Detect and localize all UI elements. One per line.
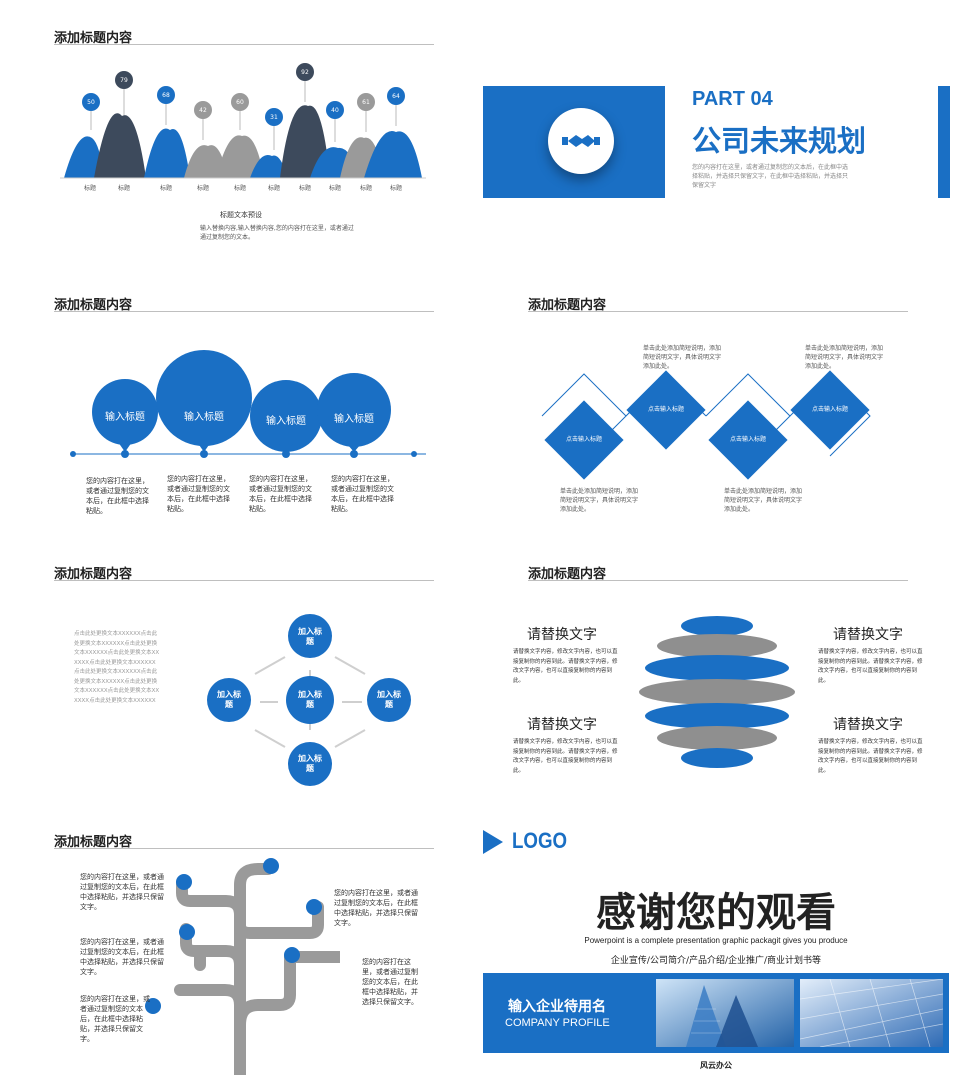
diamond-label: 点击输入标题 — [647, 406, 684, 413]
title-rule — [54, 848, 434, 849]
tree-text: 您的内容打在这里，或者通过复制您的文本后，在此框中选择粘贴，并选择只保留文字。 — [80, 873, 164, 911]
company-profile: COMPANY PROFILE — [505, 1017, 610, 1029]
caption-text: 输入替换内容,输入替换内容,您的内容打在这里，或者通过通过复制您的文本。 — [200, 225, 354, 241]
replace-heading: 请替换文字 — [833, 627, 903, 643]
company-name: 输入企业待用名 — [508, 999, 606, 1015]
hub-top: 加入标题 — [298, 627, 322, 646]
tree-text: 您的内容打在这里，或者通过复制您的文本后，在此框中选择粘贴，并选择只保留文字。 — [80, 995, 150, 1043]
axis-label: 标题 — [160, 185, 173, 192]
thanks-subtitle: Powerpoint is a complete presentation gr… — [584, 936, 848, 945]
part-desc: 您的内容打在这里，或者通过复制您的文本后，在此框中选择粘贴，并选择只保留文字，在… — [692, 164, 849, 189]
slide4-title: 添加标题内容 — [528, 298, 607, 313]
bubble-text: 您的内容打在这里，或者通过复制您的文本后，在此框中选择粘贴。 — [249, 475, 312, 513]
logo-text: LOGO — [512, 828, 568, 853]
hub-diagram — [207, 614, 411, 786]
value-label: 42 — [199, 107, 207, 114]
hub-center: 加入标题 — [298, 690, 322, 709]
tree-diagram — [145, 858, 340, 1075]
disc-stack — [639, 616, 795, 768]
replace-body: 请替换文字内容，修改文字内容，也可以直接复制你的内容到此。请替换文字内容，修改文… — [513, 739, 618, 774]
glass-building-photo — [800, 979, 943, 1047]
bubble-text: 您的内容打在这里，或者通过复制您的文本后，在此框中选择粘贴。 — [86, 477, 149, 515]
left-placeholder-text: 点击此处更换文本XXXXXX点击此处更换文本XXXXXX点击此处更换文本XXXX… — [74, 631, 160, 704]
diamond-flow — [541, 370, 871, 480]
replace-body: 请替换文字内容，修改文字内容，也可以直接复制你的内容到此。请替换文字内容，修改文… — [818, 739, 923, 774]
building-photo — [656, 979, 794, 1047]
title-rule — [54, 311, 434, 312]
part-heading: 公司未来规划 — [692, 124, 867, 158]
diamond-note: 单击此处添加简短说明，添加简短说明文字，具体说明文字添加此处。 — [643, 345, 722, 370]
diamond-label: 点击输入标题 — [565, 436, 602, 443]
slide7-title: 添加标题内容 — [54, 835, 133, 850]
diamond-note: 单击此处添加简短说明，添加简短说明文字，具体说明文字添加此处。 — [560, 488, 639, 513]
value-label: 79 — [120, 77, 128, 84]
axis-label: 标题 — [299, 185, 312, 192]
slide3-title: 添加标题内容 — [54, 298, 133, 313]
title-rule — [528, 311, 908, 312]
axis-label: 标题 — [234, 185, 247, 192]
bubble-label: 输入标题 — [334, 414, 374, 425]
tree-text: 您的内容打在这里，或者通过复制您的文本后，在此框中选择粘贴，并选择只保留文字。 — [362, 958, 418, 1006]
value-label: 68 — [162, 92, 170, 99]
thanks-heading: 感谢您的观看 — [596, 890, 836, 936]
title-rule — [54, 44, 434, 45]
replace-heading: 请替换文字 — [527, 717, 597, 733]
axis-label: 标题 — [118, 185, 131, 192]
replace-body: 请替换文字内容，修改文字内容，也可以直接复制你的内容到此。请替换文字内容，修改文… — [818, 649, 923, 684]
value-label: 31 — [270, 114, 278, 121]
tree-text: 您的内容打在这里，或者通过复制您的文本后，在此框中选择粘贴，并选择只保留文字。 — [334, 889, 418, 927]
tree-text: 您的内容打在这里，或者通过复制您的文本后，在此框中选择粘贴，并选择只保留文字。 — [80, 938, 164, 976]
axis-label: 标题 — [268, 185, 281, 192]
handshake-icon — [562, 135, 600, 147]
handshake-badge — [548, 108, 614, 174]
title-rule — [54, 580, 434, 581]
slide5-title: 添加标题内容 — [54, 567, 133, 582]
part-number: PART 04 — [692, 88, 773, 110]
caption-title: 标题文本预设 — [220, 211, 262, 219]
hub-left: 加入标题 — [217, 690, 241, 709]
diamond-note: 单击此处添加简短说明，添加简短说明文字，具体说明文字添加此处。 — [724, 488, 803, 513]
hub-bottom: 加入标题 — [298, 754, 322, 773]
diamond-label: 点击输入标题 — [729, 436, 766, 443]
bubble-text: 您的内容打在这里，或者通过复制您的文本后，在此框中选择粘贴。 — [167, 475, 230, 513]
bubble-label: 输入标题 — [266, 416, 306, 427]
value-label: 50 — [87, 99, 95, 106]
axis-label: 标题 — [329, 185, 342, 192]
replace-heading: 请替换文字 — [527, 627, 597, 643]
value-label: 92 — [301, 69, 309, 76]
bubble-text: 您的内容打在这里，或者通过复制您的文本后，在此框中选择粘贴。 — [331, 475, 394, 513]
footer-brand: 风云办公 — [700, 1061, 732, 1070]
bubble-timeline — [70, 350, 426, 458]
value-label: 64 — [392, 93, 400, 100]
axis-label: 标题 — [84, 185, 97, 192]
bubble-label: 输入标题 — [184, 412, 224, 423]
bubble-label: 输入标题 — [105, 412, 145, 423]
diamond-label: 点击输入标题 — [811, 406, 848, 413]
thanks-tags: 企业宣传/公司简介/产品介绍/企业推广/商业计划书等 — [610, 956, 822, 966]
value-label: 61 — [362, 99, 370, 106]
accent-bar — [938, 86, 950, 198]
replace-heading: 请替换文字 — [833, 717, 903, 733]
axis-label: 标题 — [360, 185, 373, 192]
slide1-title: 添加标题内容 — [54, 31, 133, 46]
logo-arrow-icon — [483, 830, 503, 854]
replace-body: 请替换文字内容，修改文字内容，也可以直接复制你的内容到此。请替换文字内容，修改文… — [513, 649, 618, 684]
axis-label: 标题 — [197, 185, 210, 192]
slide6-title: 添加标题内容 — [528, 567, 607, 582]
diamond-note: 单击此处添加简短说明，添加简短说明文字，具体说明文字添加此处。 — [805, 345, 884, 370]
mountain-chart — [60, 63, 426, 179]
axis-label: 标题 — [390, 185, 403, 192]
hub-right: 加入标题 — [377, 690, 401, 709]
value-label: 40 — [331, 107, 339, 114]
title-rule — [528, 580, 908, 581]
value-label: 60 — [236, 99, 244, 106]
